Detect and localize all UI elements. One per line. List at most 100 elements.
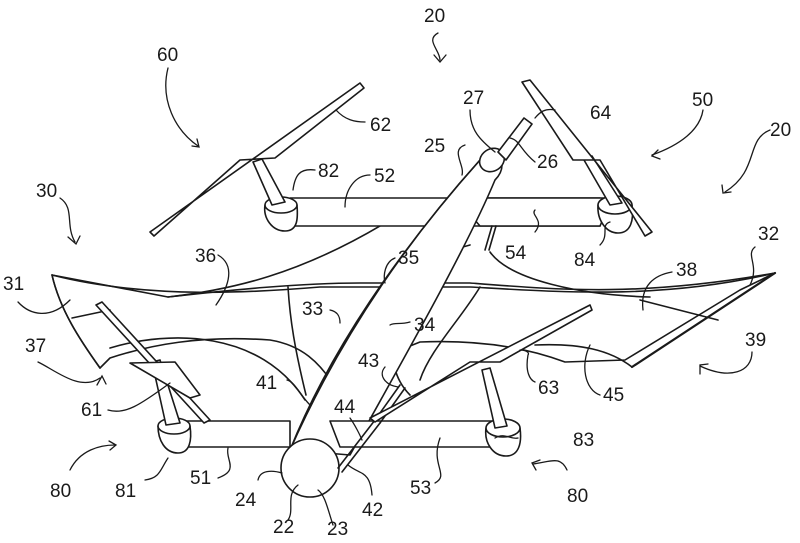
arrow-20a [433,54,447,63]
label-20-top: 20 [424,6,445,27]
propeller-62 [149,82,365,237]
leader-41 [286,379,311,406]
label-51: 51 [190,468,211,489]
leader-80a [69,444,116,471]
arrow-80a [108,440,118,451]
leader-38 [642,271,673,311]
wing-right-tip-edge [630,271,777,369]
label-60: 60 [157,45,178,66]
leader-83 [494,435,519,439]
label-80-left: 80 [50,481,71,502]
leader-63 [519,349,536,383]
leader-35 [383,257,396,284]
label-84: 84 [574,250,596,271]
leader-31 [17,299,71,314]
arrow-80b [531,459,541,471]
leader-62 [335,109,366,123]
leader-50 [651,109,704,156]
label-35: 35 [398,248,419,269]
leader-43 [381,366,399,388]
leader-36 [215,254,230,306]
leader-82 [292,169,316,191]
label-64: 64 [590,103,612,124]
propeller-63 [369,304,593,423]
label-43: 43 [358,351,379,372]
leader-32 [749,246,756,286]
leader-20b [724,129,771,193]
wing-upper-camber-left [167,219,391,298]
leader-44 [349,417,363,441]
leader-81 [144,457,169,481]
arrow-50 [650,149,661,160]
leader-64 [534,108,556,119]
leader-54 [533,209,540,233]
label-39: 39 [745,330,766,351]
boom-51 [184,420,291,448]
shaft-63 [481,367,508,429]
leader-60 [165,67,199,147]
wing-center-rib-33 [287,286,307,396]
label-23: 23 [327,519,348,540]
leader-23 [317,489,334,526]
leader-52 [344,174,371,208]
wing-center-curve-inner [419,286,481,381]
label-22: 22 [273,517,294,538]
leader-53 [434,437,442,484]
arrow-39 [699,363,709,375]
label-36: 36 [195,246,216,267]
label-80-right: 80 [567,486,588,507]
leader-61 [107,382,171,412]
label-38: 38 [676,260,697,281]
label-34: 34 [414,315,436,336]
leader-20a [432,32,441,61]
leader-33 [329,309,341,324]
leader-37 [37,361,101,384]
fuselage [280,117,533,498]
arrow-20b [721,184,732,194]
label-31: 31 [3,274,24,295]
label-30: 30 [36,181,57,202]
leader-51 [217,447,231,479]
label-25: 25 [424,136,445,157]
label-24: 24 [235,490,257,511]
label-20-right: 20 [770,120,791,141]
nose-shaft-26 [497,117,533,161]
leader-22 [287,484,299,521]
label-81: 81 [115,481,136,502]
label-82: 82 [318,161,339,182]
label-61: 61 [81,400,102,421]
wing-upper-camber-right [489,251,651,298]
shaft-62 [252,158,286,206]
propeller-61-hub [129,361,201,399]
label-42: 42 [362,500,383,521]
label-52: 52 [374,166,395,187]
label-27: 27 [463,88,484,109]
label-44: 44 [334,397,356,418]
label-45: 45 [603,385,624,406]
label-53: 53 [410,478,431,499]
leader-24 [257,470,283,481]
leader-42 [347,464,373,496]
strut-42 [337,419,381,473]
label-50: 50 [692,90,713,111]
wing-leading-edge [51,272,776,294]
leader-45 [584,344,601,396]
leader-80b [532,459,568,471]
label-62: 62 [370,115,391,136]
leader-27 [469,109,496,153]
leader-25 [457,144,466,176]
arrow-60 [191,138,200,148]
tail-fin-54 [464,197,608,227]
leader-26 [509,137,536,163]
wing-trailing-edge-right [534,343,633,368]
wing-left-tip-edge [51,274,101,369]
arrow-30 [67,235,81,246]
motor-pods [157,195,634,457]
leader-30 [59,197,76,243]
label-63: 63 [538,378,559,399]
arrow-37 [96,374,107,386]
leader-39 [699,351,753,374]
leader-34 [389,321,411,326]
label-54: 54 [505,243,527,264]
reference-numerals: 20 20 60 62 27 64 50 25 26 82 52 30 54 8… [3,6,791,540]
